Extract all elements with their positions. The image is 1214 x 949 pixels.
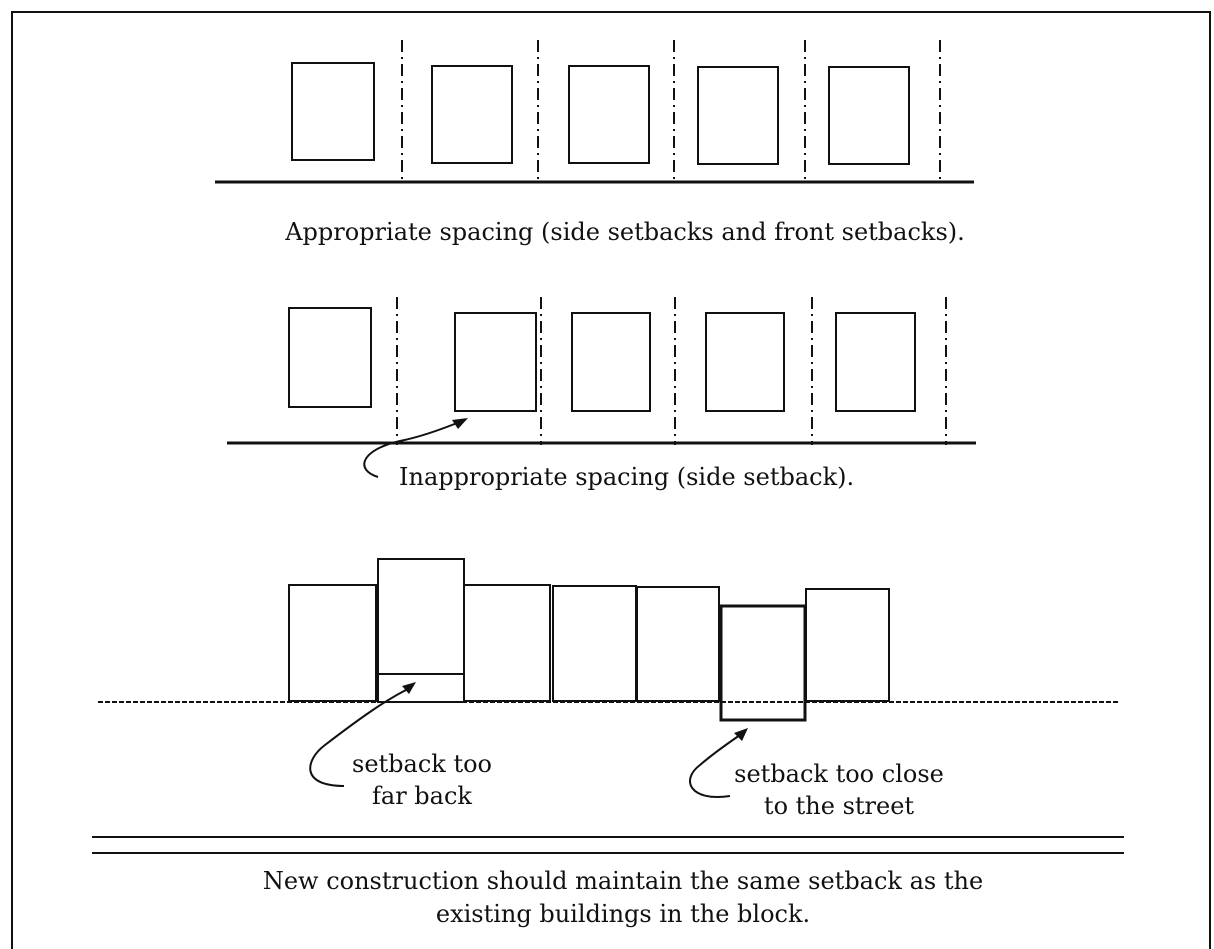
row3-label-close-line2: to the street [763, 792, 915, 820]
row3-arrow-close-leader [689, 734, 741, 798]
row2-building-3 [571, 312, 651, 412]
row3-arrow-close-head [734, 728, 748, 741]
row1-caption: Appropriate spacing (side setbacks and f… [285, 218, 965, 246]
footer-caption-line2: existing buildings in the block. [435, 900, 811, 928]
row3-building-3 [463, 584, 551, 702]
row3-building-7 [805, 588, 890, 702]
row3-label-close-line1: setback too close [734, 760, 944, 788]
row3-arrow-far-leader [309, 687, 411, 787]
row1-building-5 [828, 66, 910, 165]
row2-arrow-leader [363, 420, 463, 478]
row1-diagram [215, 40, 974, 184]
row3-building-5 [636, 586, 720, 702]
row2-building-1 [288, 307, 372, 408]
row1-building-4 [697, 66, 779, 165]
row3-building-4 [552, 585, 637, 702]
footer-caption-line1: New construction should maintain the sam… [262, 867, 984, 895]
row3-arrow-far-head [402, 682, 416, 694]
row3-label-far-line1: setback too [352, 750, 492, 778]
row3-building-2-set-back [377, 558, 465, 675]
row2-building-5 [835, 312, 916, 412]
frame-border [11, 11, 1211, 949]
row2-diagram [227, 297, 976, 478]
row2-caption: Inappropriate spacing (side setback). [399, 463, 855, 491]
row1-building-1 [291, 62, 375, 161]
row2-building-2 [454, 312, 537, 412]
row3-building-1 [288, 584, 377, 702]
row1-building-2 [431, 65, 513, 164]
row2-building-4 [705, 312, 785, 412]
row3-diagram [98, 558, 1118, 798]
row3-label-far-line2: far back [372, 782, 472, 810]
row1-building-3 [568, 65, 650, 164]
row2-arrowhead [452, 418, 468, 429]
